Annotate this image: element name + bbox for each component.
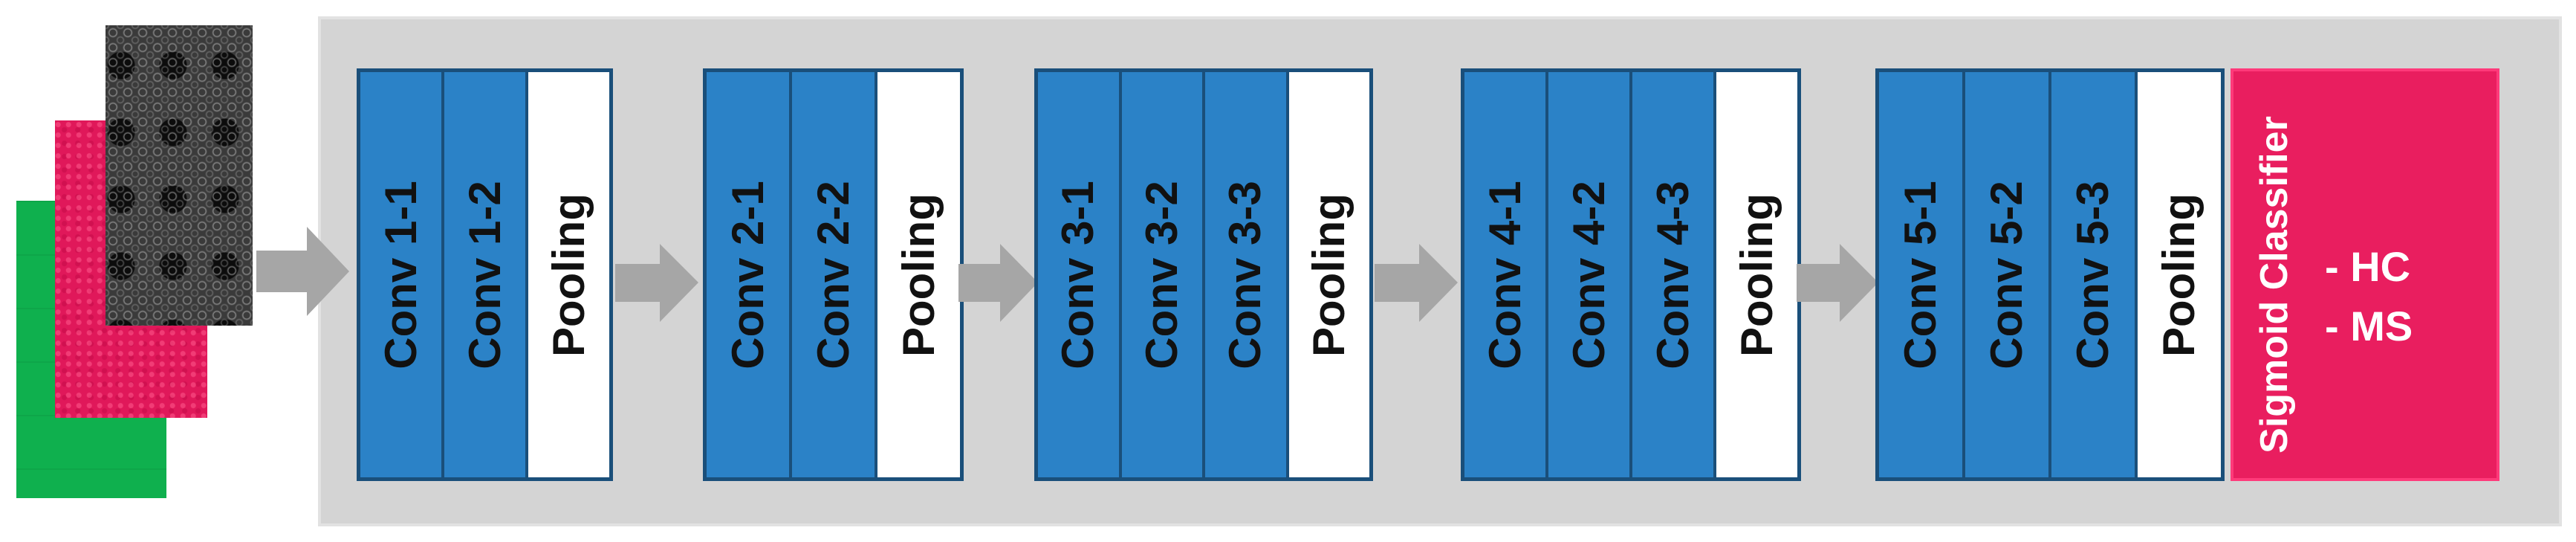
class-label-hc: - HC xyxy=(2325,243,2411,290)
layer-label: Pooling xyxy=(1303,193,1354,357)
layer-label: Conv 1-2 xyxy=(459,180,510,370)
layer-label: Pooling xyxy=(2154,193,2204,357)
layer-label: Conv 2-1 xyxy=(722,180,773,370)
arrow-block-4-to-5 xyxy=(1797,244,1878,322)
conv-block-3: Conv 3-1 Conv 3-2 Conv 3-3 Pooling xyxy=(1034,68,1373,481)
layer-label: Pooling xyxy=(1731,193,1782,357)
layer-conv-1-1: Conv 1-1 xyxy=(360,72,441,477)
layer-conv-3-1: Conv 3-1 xyxy=(1038,72,1119,477)
layer-pooling-1: Pooling xyxy=(528,72,609,477)
layer-label: Conv 3-2 xyxy=(1136,180,1187,370)
layer-conv-3-3: Conv 3-3 xyxy=(1205,72,1286,477)
class-label-ms: - MS xyxy=(2325,303,2413,349)
layer-conv-5-3: Conv 5-3 xyxy=(2051,72,2135,477)
arrow-input xyxy=(256,227,349,316)
layer-label: Conv 5-2 xyxy=(1982,180,2031,370)
layer-pooling-2: Pooling xyxy=(877,72,960,477)
layer-label: Conv 1-1 xyxy=(375,180,426,370)
conv-block-4: Conv 4-1 Conv 4-2 Conv 4-3 Pooling xyxy=(1461,68,1801,481)
layer-label: Conv 5-1 xyxy=(1895,180,1945,370)
layer-conv-5-2: Conv 5-2 xyxy=(1965,72,2048,477)
layer-label: Conv 2-2 xyxy=(808,180,858,370)
conv-block-5: Conv 5-1 Conv 5-2 Conv 5-3 Pooling xyxy=(1875,68,2225,481)
layer-conv-4-2: Conv 4-2 xyxy=(1548,72,1629,477)
layer-conv-4-1: Conv 4-1 xyxy=(1464,72,1545,477)
layer-pooling-5: Pooling xyxy=(2138,72,2221,477)
layer-conv-5-1: Conv 5-1 xyxy=(1879,72,1962,477)
layer-conv-2-2: Conv 2-2 xyxy=(792,72,875,477)
layer-pooling-4: Pooling xyxy=(1716,72,1797,477)
layer-pooling-3: Pooling xyxy=(1288,72,1369,477)
layer-label: Conv 3-1 xyxy=(1053,180,1103,370)
grayscale-image xyxy=(106,25,253,326)
layer-label: Conv 4-3 xyxy=(1647,180,1698,370)
layer-conv-3-2: Conv 3-2 xyxy=(1121,72,1202,477)
arrow-block-2-to-3 xyxy=(958,244,1038,322)
layer-label: Conv 3-3 xyxy=(1220,180,1271,370)
conv-block-1: Conv 1-1 Conv 1-2 Pooling xyxy=(357,68,613,481)
layer-conv-4-3: Conv 4-3 xyxy=(1632,72,1713,477)
arrow-block-3-to-4 xyxy=(1375,244,1458,322)
layer-label: Conv 4-2 xyxy=(1563,180,1614,370)
arrow-block-1-to-2 xyxy=(615,244,698,322)
layer-label: Pooling xyxy=(893,193,944,357)
layer-label: Pooling xyxy=(543,193,594,357)
layer-conv-2-1: Conv 2-1 xyxy=(707,72,789,477)
layer-conv-1-2: Conv 1-2 xyxy=(444,72,525,477)
conv-block-2: Conv 2-1 Conv 2-2 Pooling xyxy=(703,68,964,481)
sigmoid-classifier: Sigmoid Classifier - HC - MS xyxy=(2231,68,2499,481)
layer-label: Conv 5-3 xyxy=(2068,180,2118,370)
classifier-title: Sigmoid Classifier xyxy=(2253,116,2296,454)
layer-label: Conv 4-1 xyxy=(1479,180,1530,370)
